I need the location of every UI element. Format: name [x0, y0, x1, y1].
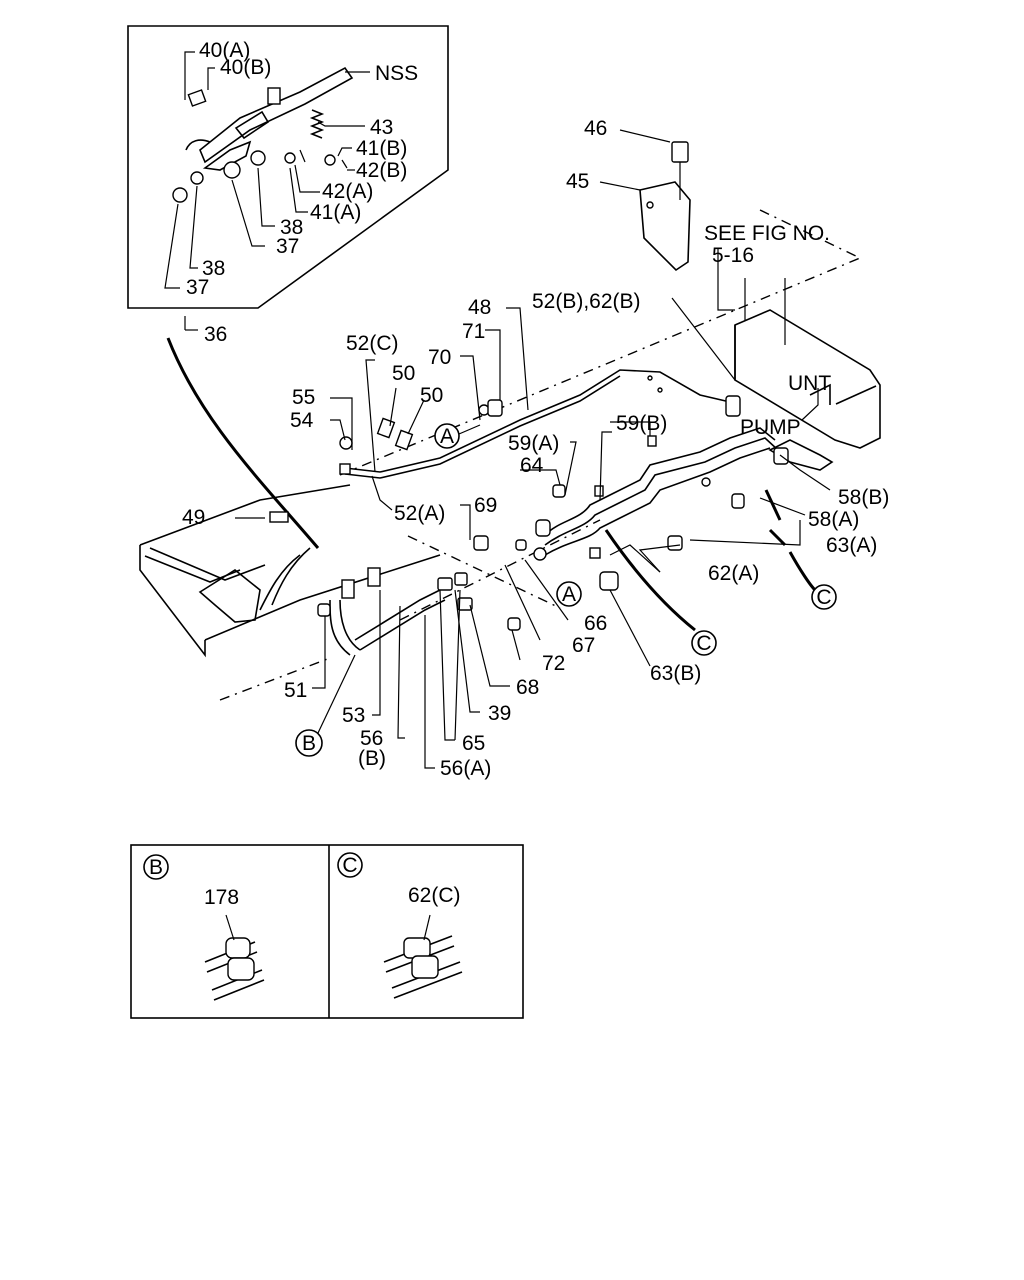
label-unt: UNT [788, 372, 831, 395]
svg-text:C: C [696, 632, 711, 655]
label-58b: 58(B) [838, 486, 889, 509]
label-42b: 42(B) [356, 159, 407, 182]
label-63a: 63(A) [826, 534, 877, 557]
label-56b: 56 [360, 727, 383, 750]
label-48: 48 [468, 296, 491, 319]
label-53: 53 [342, 704, 365, 727]
main-frame [139, 257, 861, 701]
label-49: 49 [182, 506, 205, 529]
label-41b: 41(B) [356, 137, 407, 160]
callout-a-upper: A [434, 423, 481, 449]
svg-text:A: A [440, 425, 454, 448]
label-59a: 59(A) [508, 432, 559, 455]
label-46: 46 [584, 117, 607, 140]
label-65: 65 [462, 732, 485, 755]
label-45: 45 [566, 170, 589, 193]
label-58a: 58(A) [808, 508, 859, 531]
svg-text:B: B [302, 732, 316, 755]
callout-b-inset: B [143, 854, 169, 880]
label-43: 43 [370, 116, 393, 139]
callout-a-lower: A [556, 581, 582, 607]
label-52b-62b: 52(B),62(B) [532, 290, 641, 313]
label-40b: 40(B) [220, 56, 271, 79]
svg-text:C: C [816, 586, 831, 609]
label-50a: 50 [392, 362, 415, 385]
label-37a: 37 [276, 235, 299, 258]
hose-36 [166, 337, 320, 549]
pump-unit [717, 209, 881, 471]
label-69: 69 [474, 494, 497, 517]
label-64: 64 [520, 454, 544, 477]
label-42a: 42(A) [322, 180, 373, 203]
label-56a: 56(A) [440, 757, 491, 780]
callout-c-left: C [691, 630, 717, 656]
callout-b-main: B [295, 654, 356, 757]
label-50b: 50 [420, 384, 443, 407]
label-66: 66 [584, 612, 607, 635]
label-62c: 62(C) [408, 884, 461, 907]
label-nss: NSS [375, 62, 418, 85]
label-see-fig: SEE FIG NO. [704, 222, 830, 245]
leader-lines [235, 297, 831, 769]
svg-text:A: A [562, 583, 576, 606]
label-67: 67 [572, 634, 595, 657]
label-68: 68 [516, 676, 539, 699]
labels: 40(A) 40(B) NSS 43 41(B) 42(B) 42(A) 41(… [182, 39, 889, 909]
pipes [166, 337, 817, 656]
label-51: 51 [284, 679, 307, 702]
label-52c: 52(C) [346, 332, 399, 355]
label-62a: 62(A) [708, 562, 759, 585]
small-parts [269, 375, 789, 631]
label-52a: 52(A) [394, 502, 445, 525]
inset-clamp-details [130, 844, 524, 1019]
label-56b-sub: (B) [358, 747, 386, 770]
callouts: A A B C C B C [143, 423, 837, 880]
label-38a: 38 [280, 216, 303, 239]
bracket-45 [599, 129, 691, 272]
label-36: 36 [204, 323, 227, 346]
label-72: 72 [542, 652, 565, 675]
callout-c-right: C [811, 584, 837, 610]
label-41a: 41(A) [310, 201, 361, 224]
label-55: 55 [292, 386, 315, 409]
label-38b: 38 [202, 257, 225, 280]
label-70: 70 [428, 346, 451, 369]
label-37b: 37 [186, 276, 209, 299]
label-5-16: 5-16 [712, 244, 754, 267]
label-54: 54 [290, 409, 314, 432]
clamp-62c [383, 914, 463, 999]
label-59b: 59(B) [616, 412, 667, 435]
clamp-178 [204, 914, 265, 1001]
label-63b: 63(B) [650, 662, 701, 685]
svg-text:C: C [342, 854, 357, 877]
label-39: 39 [488, 702, 511, 725]
inset-lever-detail [127, 25, 449, 309]
label-71: 71 [462, 320, 485, 343]
label-178: 178 [204, 886, 239, 909]
svg-text:B: B [149, 856, 163, 879]
label-pump: PUMP [740, 416, 801, 439]
callout-c-inset: C [337, 852, 363, 878]
label-40a: 40(A) [199, 39, 250, 62]
